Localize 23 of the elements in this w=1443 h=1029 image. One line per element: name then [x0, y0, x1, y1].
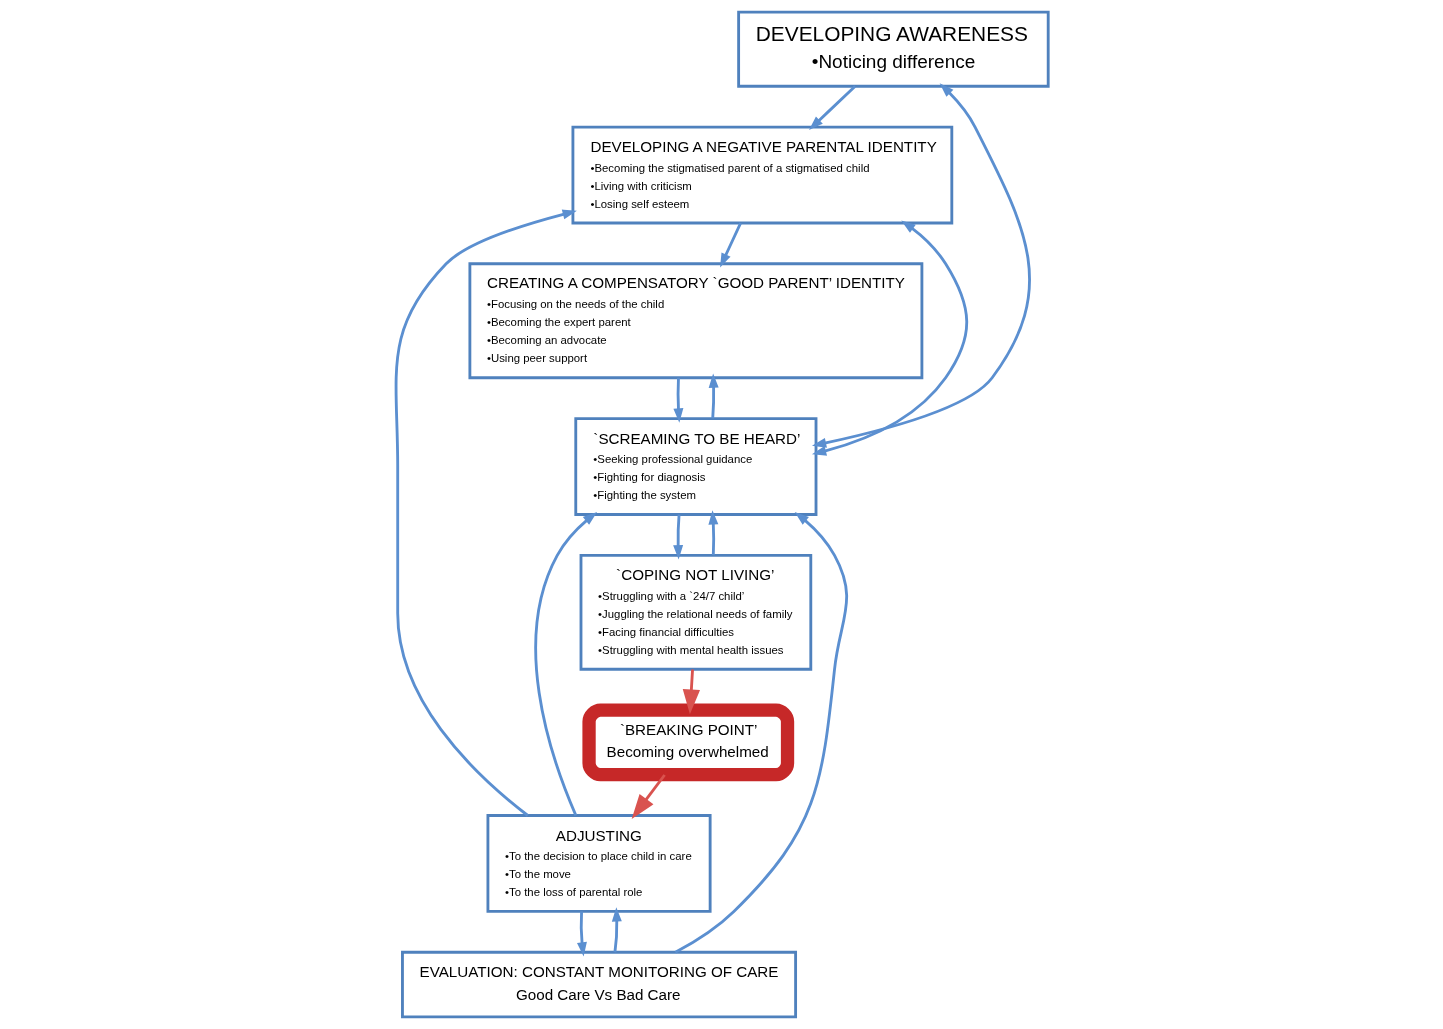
arrow — [808, 85, 856, 130]
arrow — [672, 377, 683, 423]
node-box: EVALUATION: CONSTANT MONITORING OF CARE Good Care Vs Bad Care — [400, 950, 797, 1019]
arrow — [811, 83, 1031, 448]
arrow — [394, 209, 577, 817]
node-box: DEVELOPING AWARENESS •Noticing difference — [736, 10, 1050, 88]
arrow — [708, 373, 719, 419]
arrow — [811, 220, 968, 456]
node-box: `SCREAMING TO BE HEARD’ •Seeking professional guidance •Fighting for diagnosis •Fighting the system — [573, 417, 817, 516]
node-box: CREATING A COMPENSATORY `GOOD PARENT’ IDENTITY •Focusing on the needs of the child •Becoming the expert parent •Becoming an advocate •Using peer support — [467, 262, 923, 380]
arrow — [631, 774, 666, 819]
arrow — [672, 514, 683, 560]
node-box: `COPING NOT LIVING’ •Struggling with a `24/7 child’ •Juggling the relational needs of family •Facing financial difficulties •Struggling with mental health issues — [579, 553, 812, 671]
arrow — [707, 510, 718, 556]
arrow — [611, 907, 622, 953]
node-box: `BREAKING POINT’ Becoming overwhelmed — [581, 703, 794, 782]
arrow — [674, 511, 848, 954]
node-box: ADJUSTING •To the decision to place child in care •To the move •To the loss of parental role — [486, 814, 712, 913]
arrow — [682, 669, 700, 715]
node-box: DEVELOPING A NEGATIVE PARENTAL IDENTITY •Becoming the stigmatised parent of a stigmatised child •Living with criticism •Losing self esteem — [571, 125, 953, 225]
arrow — [533, 511, 597, 816]
arrow — [719, 222, 742, 268]
arrow — [576, 911, 587, 957]
